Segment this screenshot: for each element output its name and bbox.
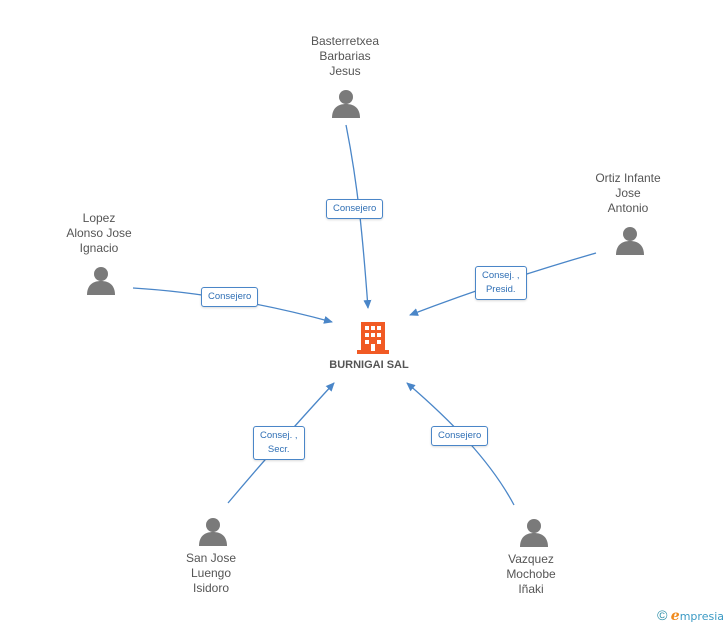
person-name-lopez[interactable]: Lopez Alonso Jose Ignacio xyxy=(66,211,132,255)
copyright-icon: © xyxy=(657,607,668,623)
person-icon[interactable] xyxy=(519,517,549,547)
company-name[interactable]: BURNIGAI SAL xyxy=(329,359,409,371)
person-icon[interactable] xyxy=(86,265,116,295)
footer-brand[interactable]: © empresia xyxy=(657,607,724,624)
brand-logo-initial: e xyxy=(670,608,680,624)
relation-label-basterretxea[interactable]: Consejero xyxy=(326,199,384,219)
person-name-sanjose[interactable]: San Jose Luengo Isidoro xyxy=(185,551,237,595)
person-name-basterretxea[interactable]: Basterretxea Barbarias Jesus xyxy=(310,34,380,78)
person-name-ortiz[interactable]: Ortiz Infante Jose Antonio xyxy=(595,171,661,215)
person-icon[interactable] xyxy=(615,225,645,255)
person-icon[interactable] xyxy=(198,516,228,546)
person-icon[interactable] xyxy=(331,88,361,118)
relation-label-ortiz[interactable]: Consej. , Presid. xyxy=(475,266,527,300)
relation-label-sanjose[interactable]: Consej. , Secr. xyxy=(253,426,305,460)
brand-logo-text: mpresia xyxy=(679,610,724,623)
building-icon[interactable] xyxy=(357,319,389,355)
person-name-vazquez[interactable]: Vazquez Mochobe Iñaki xyxy=(506,552,556,596)
relation-label-lopez[interactable]: Consejero xyxy=(201,287,259,307)
relation-label-vazquez[interactable]: Consejero xyxy=(431,426,489,446)
